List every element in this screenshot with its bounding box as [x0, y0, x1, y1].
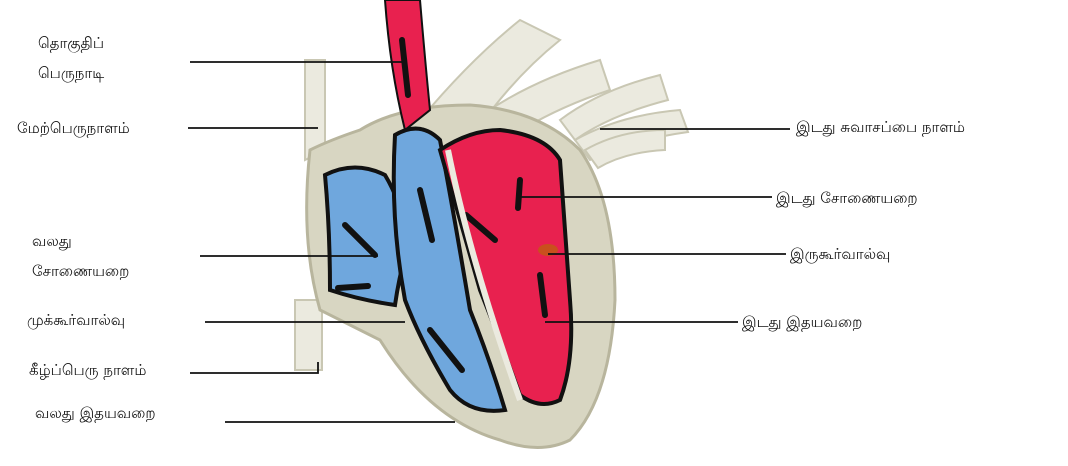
label-right-atrium: வலது சோணையறை	[32, 226, 162, 286]
left-atrium-arrow	[518, 180, 520, 208]
label-left-ventricle: இடது இதயவறை	[742, 311, 862, 333]
label-bicuspid-valve: இருகூர்வால்வு	[790, 243, 890, 265]
label-left-pulmonary-vein: இடது சுவாசப்பை நாளம்	[796, 116, 965, 138]
label-inferior-vena-cava: கீழ்ப்பெரு நாளம்	[29, 359, 146, 381]
inferior-vena-cava-tube	[295, 300, 322, 370]
label-right-ventricle: வலது இதயவறை	[35, 402, 156, 424]
label-aorta: தொகுதிப் பெருநாடி	[38, 28, 158, 88]
tricuspid-arrow	[338, 286, 368, 288]
label-left-atrium: இடது சோணையறை	[776, 187, 918, 209]
label-tricuspid-valve: முக்கூர்வால்வு	[27, 309, 125, 331]
label-superior-vena-cava: மேற்பெருநாளம்	[17, 117, 130, 139]
